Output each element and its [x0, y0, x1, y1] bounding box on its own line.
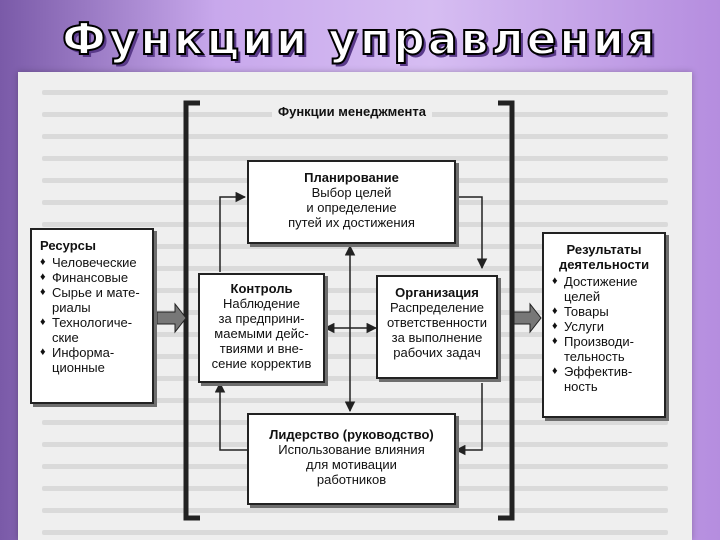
- resources-title: Ресурсы: [40, 238, 96, 253]
- organization-box: Организация Распределение ответственност…: [376, 275, 498, 379]
- functions-header: Функции менеджмента: [272, 104, 432, 119]
- resource-item: Сырье и мате- риалы: [40, 285, 144, 315]
- control-text: Наблюдение за предприни- маемыми дейс- т…: [211, 296, 312, 371]
- leadership-text: Использование влияния для мотивации рабо…: [278, 442, 425, 487]
- slide-title: Функции управления: [61, 14, 658, 65]
- arrow-planning-organization: [456, 196, 488, 270]
- planning-title: Планирование: [304, 170, 399, 185]
- right-bracket: [498, 100, 515, 521]
- resources-box: Ресурсы Человеческие Финансовые Сырье и …: [30, 228, 154, 404]
- arrow-organization-leadership: [454, 383, 483, 456]
- leadership-title: Лидерство (руководство): [269, 427, 434, 442]
- result-item: Эффектив- ность: [552, 364, 656, 394]
- resources-list: Человеческие Финансовые Сырье и мате- ри…: [40, 255, 144, 375]
- organization-text: Распределение ответственности за выполне…: [386, 300, 487, 360]
- result-item: Производи- тельность: [552, 334, 656, 364]
- arrow-control-planning: [219, 191, 247, 272]
- result-item: Услуги: [552, 319, 656, 334]
- input-arrow: [156, 302, 187, 334]
- resource-item: Технологиче- ские: [40, 315, 144, 345]
- left-bracket: [183, 100, 200, 521]
- planning-box: Планирование Выбор целей и определение п…: [247, 160, 456, 244]
- arrow-leadership-control: [214, 381, 247, 451]
- results-list: Достижение целей Товары Услуги Производи…: [552, 274, 656, 394]
- results-box: Результаты деятельности Достижение целей…: [542, 232, 666, 418]
- result-item: Достижение целей: [552, 274, 656, 304]
- organization-title: Организация: [395, 285, 479, 300]
- results-title: Результаты деятельности: [558, 242, 650, 272]
- output-arrow: [513, 302, 542, 334]
- resource-item: Финансовые: [40, 270, 144, 285]
- control-title: Контроль: [230, 281, 293, 296]
- leadership-box: Лидерство (руководство) Использование вл…: [247, 413, 456, 505]
- result-item: Товары: [552, 304, 656, 319]
- resource-item: Человеческие: [40, 255, 144, 270]
- control-box: Контроль Наблюдение за предприни- маемым…: [198, 273, 325, 383]
- resource-item: Информа- ционные: [40, 345, 144, 375]
- planning-text: Выбор целей и определение путей их дости…: [288, 185, 415, 230]
